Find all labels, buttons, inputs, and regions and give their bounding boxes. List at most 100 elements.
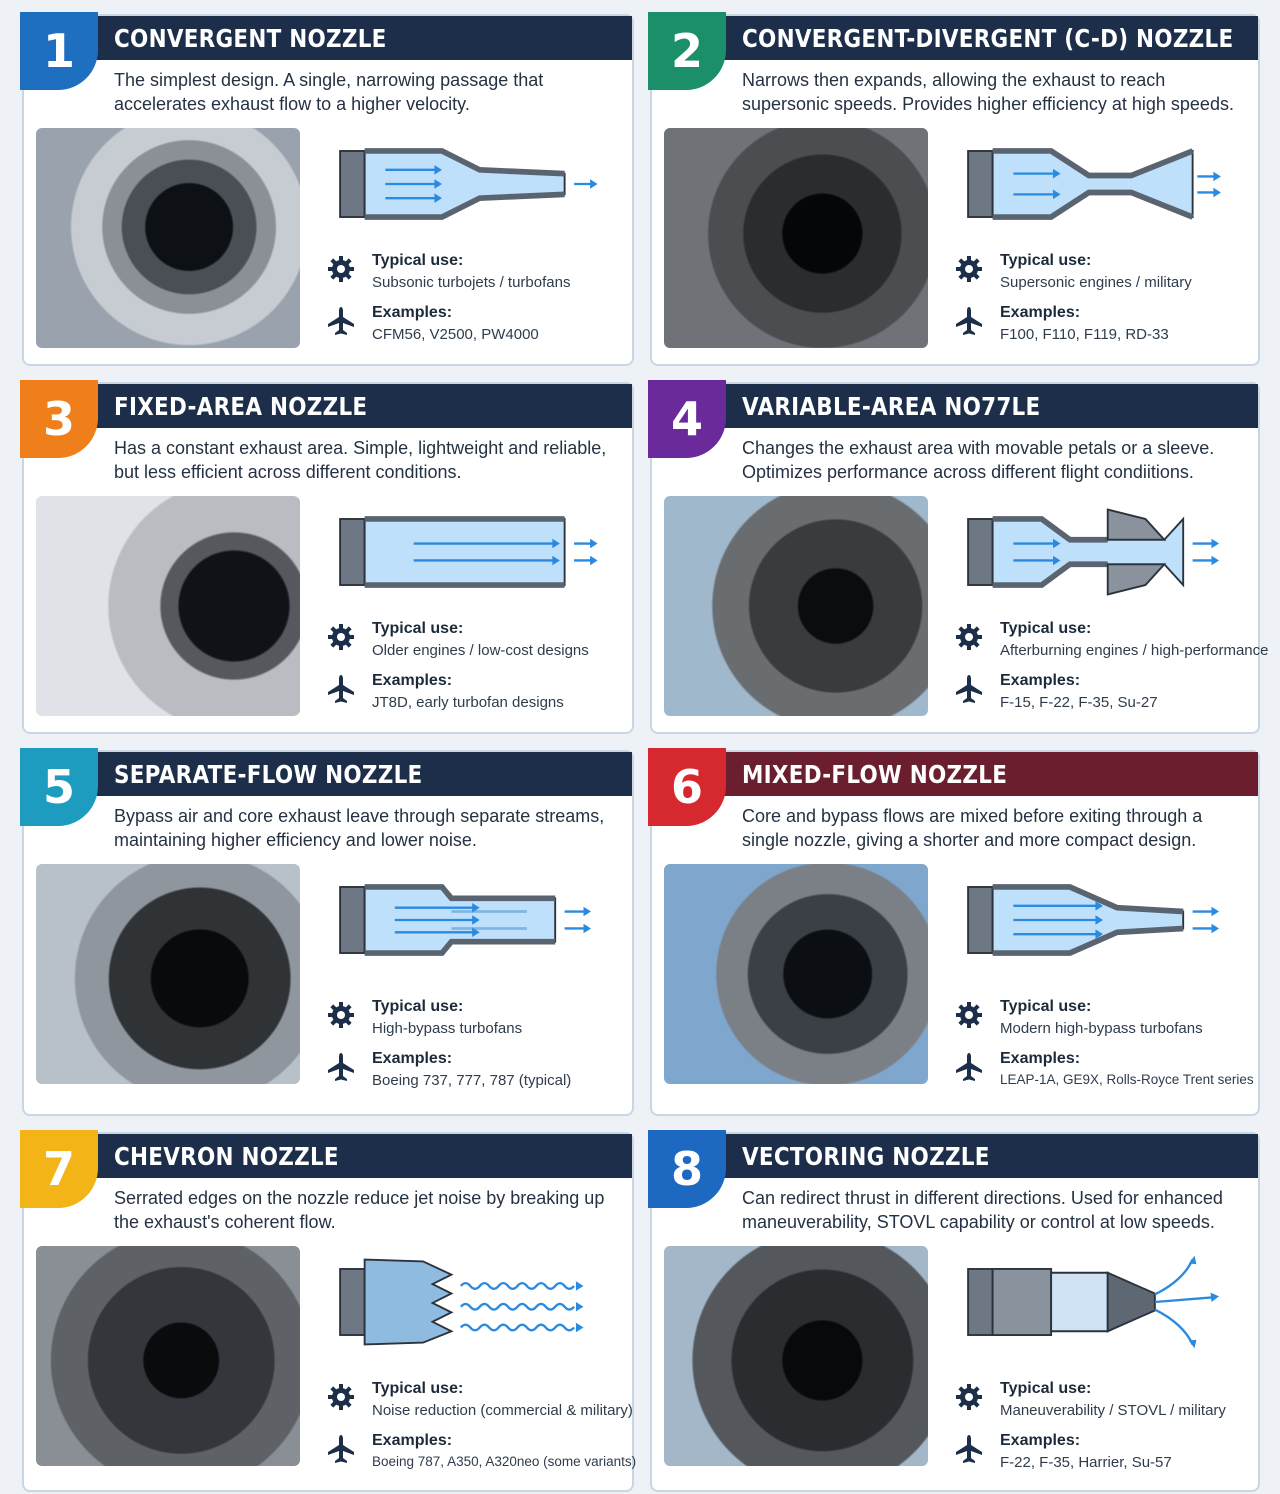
typical-use-value: Subsonic turbojets / turbofans [372, 274, 571, 291]
card-title: MIXED-FLOW NOZZLE [742, 759, 1008, 789]
nozzle-info: Typical use: Noise reduction (commercial … [326, 1380, 636, 1484]
card-header [24, 752, 632, 796]
typical-use-value: Afterburning engines / high-performance [1000, 642, 1269, 659]
card-description: Narrows then expands, allowing the exhau… [742, 70, 1234, 114]
airplane-icon [954, 306, 984, 336]
engine-nozzle-photo [36, 1246, 300, 1466]
nozzle-card-2: 2 CONVERGENT-DIVERGENT (C-D) NOZZLE Narrow… [648, 12, 1260, 366]
airplane-icon [326, 674, 356, 704]
card-description: Bypass air and core exhaust leave throug… [114, 806, 605, 850]
nozzle-info: Typical use: Older engines / low-cost des… [326, 620, 626, 724]
examples-row: Examples:CFM56, V2500, PW4000 [326, 304, 626, 356]
airplane-icon [954, 1052, 984, 1082]
nozzle-flow-diagram [958, 1252, 1248, 1352]
examples-row: Examples: LEAP-1A, GE9X, Rolls-Royce Tren… [954, 1050, 1254, 1102]
engine-nozzle-photo [36, 128, 300, 348]
examples-label: Examples: [1000, 672, 1081, 689]
nozzle-info: Typical use: Modern high-bypass turbofans… [954, 998, 1254, 1102]
card-title: FIXED-AREA NOZZLE [114, 391, 368, 421]
examples-label: Examples: [372, 1432, 453, 1449]
gear-icon [954, 1000, 984, 1030]
typical-use-label: Typical use: [1000, 620, 1092, 637]
examples-row: Examples: F-15, F-22, F-35, Su-27 [954, 672, 1254, 724]
examples-value: F-22, F-35, Harrier, Su-57 [1000, 1454, 1172, 1471]
card-header [652, 752, 1258, 796]
card-description: Changes the exhaust area with movable pe… [742, 438, 1215, 482]
gear-icon [954, 622, 984, 652]
card-number-badge: 4 [648, 380, 726, 458]
engine-nozzle-photo [664, 1246, 928, 1466]
card-number-badge: 2 [648, 12, 726, 90]
typical-use-row: Typical use: Maneuverability / STOVL / mi… [954, 1380, 1254, 1432]
typical-use-label: Typical use: [372, 1380, 464, 1397]
examples-value: F100, F110, F119, RD-33 [1000, 326, 1169, 343]
card-description: Has a constant exhaust area. Simple, lig… [114, 438, 607, 482]
card-title: CONVERGENT NOZZLE [114, 23, 387, 53]
typical-use-value: Noise reduction (commercial & military) [372, 1402, 633, 1419]
typical-use-row: Typical use: Supersonic engines / militar… [954, 252, 1254, 304]
examples-label: Examples: [372, 672, 453, 689]
card-description: The simplest design. A single, narrowing… [114, 70, 544, 114]
nozzle-info: Typical use: Afterburning engines / high-… [954, 620, 1269, 724]
engine-nozzle-photo [36, 864, 300, 1084]
card-header [24, 1134, 632, 1178]
nozzle-info: Typical use: Maneuverability / STOVL / mi… [954, 1380, 1254, 1484]
typical-use-value: High-bypass turbofans [372, 1020, 523, 1037]
examples-label: Examples: [372, 1050, 453, 1067]
nozzle-card-4: 4 VARIABLE-AREA NO77LE Changes the exhaust… [648, 380, 1269, 734]
gear-icon [326, 622, 356, 652]
typical-use-label: Typical use: [1000, 998, 1092, 1015]
examples-value: F-15, F-22, F-35, Su-27 [1000, 694, 1158, 711]
card-header [652, 1134, 1258, 1178]
typical-use-row: Typical use:High-bypass turbofans [326, 998, 626, 1050]
typical-use-value: Older engines / low-cost designs [372, 642, 589, 659]
examples-value: JT8D, early turbofan designs [372, 694, 564, 711]
card-title: CHEVRON NOZZLE [114, 1141, 339, 1171]
examples-label: Examples: [372, 304, 453, 321]
typical-use-label: Typical use: [1000, 252, 1092, 269]
card-title: VARIABLE-AREA NO77LE [742, 391, 1041, 421]
typical-use-row: Typical use: Subsonic turbojets / turbofa… [326, 252, 626, 304]
examples-row: Examples: F100, F110, F119, RD-33 [954, 304, 1254, 356]
gear-icon [326, 1000, 356, 1030]
card-description: Core and bypass flows are mixed before e… [742, 806, 1203, 850]
card-header [24, 16, 632, 60]
typical-use-label: Typical use: [372, 620, 464, 637]
card-number-badge: 8 [648, 1130, 726, 1208]
card-title: CONVERGENT-DIVERGENT (C-D) NOZZLE [742, 23, 1234, 53]
examples-label: Examples: [1000, 1050, 1081, 1067]
examples-label: Examples: [1000, 1432, 1081, 1449]
nozzle-info: Typical use: Subsonic turbojets / turbofa… [326, 252, 626, 356]
typical-use-value: Modern high-bypass turbofans [1000, 1020, 1203, 1037]
examples-row: Examples: Boeing 787, A350, A320neo (some… [326, 1432, 636, 1484]
typical-use-label: Typical use: [372, 252, 464, 269]
nozzle-flow-diagram [330, 134, 620, 234]
card-title: VECTORING NOZZLE [742, 1141, 990, 1171]
gear-icon [954, 1382, 984, 1412]
engine-nozzle-photo [664, 864, 928, 1084]
card-number-badge: 5 [20, 748, 98, 826]
examples-row: Examples: F-22, F-35, Harrier, Su-57 [954, 1432, 1254, 1484]
engine-nozzle-photo [664, 128, 928, 348]
examples-label: Examples: [1000, 304, 1081, 321]
airplane-icon [954, 674, 984, 704]
examples-value: Boeing 787, A350, A320neo (some variants… [372, 1454, 637, 1469]
typical-use-value: Maneuverability / STOVL / military [1000, 1402, 1226, 1419]
typical-use-value: Supersonic engines / military [1000, 274, 1192, 291]
examples-value: LEAP-1A, GE9X, Rolls-Royce Trent series [1000, 1072, 1254, 1087]
airplane-icon [326, 1434, 356, 1464]
airplane-icon [326, 306, 356, 336]
card-header [652, 384, 1258, 428]
typical-use-label: Typical use: [1000, 1380, 1092, 1397]
card-number-badge: 3 [20, 380, 98, 458]
airplane-icon [326, 1052, 356, 1082]
nozzle-flow-diagram [958, 502, 1248, 602]
engine-nozzle-photo [36, 496, 300, 716]
